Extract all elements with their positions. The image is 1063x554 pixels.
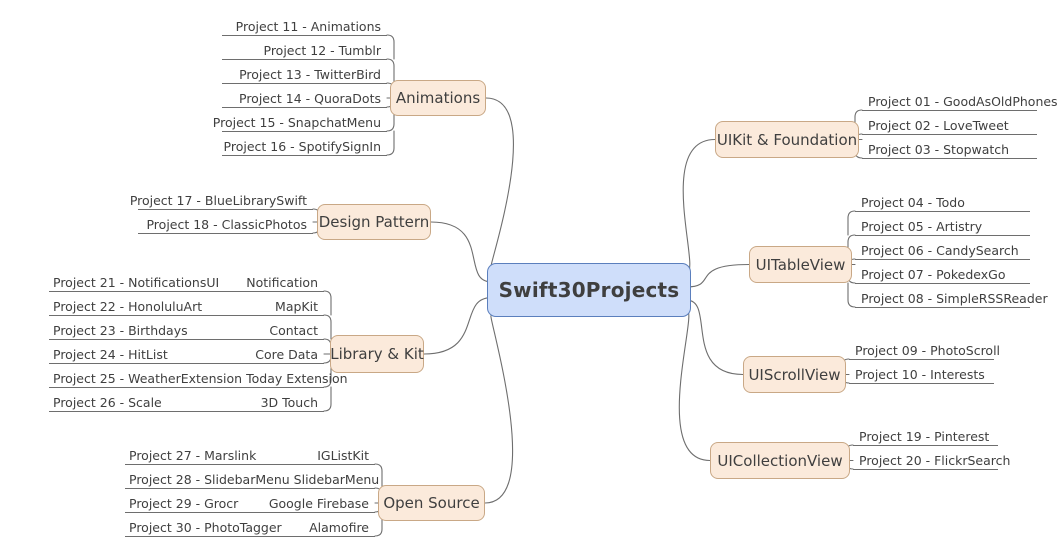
leaf-item[interactable]: Project 13 - TwitterBird: [222, 66, 387, 84]
leaf-tech: Google Firebase: [268, 496, 369, 511]
leaf-title: Project 26 - Scale: [53, 395, 162, 410]
leaf-title: Project 18 - ClassicPhotos: [146, 217, 307, 232]
leaf-item[interactable]: Project 19 - Pinterest: [853, 428, 998, 446]
leaf-item[interactable]: Project 29 - Grocr Google Firebase: [125, 495, 375, 513]
leaf-item[interactable]: Project 17 - BlueLibrarySwift: [130, 192, 313, 210]
leaf-tech: IGListKit: [317, 448, 369, 463]
leaf-item[interactable]: Project 18 - ClassicPhotos: [138, 216, 313, 234]
leaf-title: Project 14 - QuoraDots: [239, 91, 381, 106]
leaf-item[interactable]: Project 08 - SimpleRSSReader: [855, 290, 1048, 308]
leaf-tech: Alamofire: [309, 520, 369, 535]
branch-node-open-source[interactable]: Open Source: [378, 485, 485, 521]
leaf-item[interactable]: Project 14 - QuoraDots: [222, 90, 387, 108]
leaf-item[interactable]: Project 09 - PhotoScroll: [849, 342, 1000, 360]
leaf-title: Project 04 - Todo: [861, 195, 965, 210]
branch-node-label: UITableView: [755, 255, 846, 274]
leaf-item[interactable]: Project 21 - NotificationsUI Notification: [49, 274, 324, 292]
leaf-item[interactable]: Project 23 - Birthdays Contact: [49, 322, 324, 340]
leaf-title: Project 27 - Marslink: [129, 448, 257, 463]
leaf-title: Project 22 - HonoluluArt: [53, 299, 203, 314]
leaf-title: Project 17 - BlueLibrarySwift: [129, 193, 307, 208]
leaf-item[interactable]: Project 30 - PhotoTagger Alamofire: [125, 519, 375, 537]
leaf-title: Project 25 - WeatherExtension: [53, 371, 243, 386]
leaf-item[interactable]: Project 10 - Interests: [849, 366, 994, 384]
branch-node-label: UIKit & Foundation: [716, 130, 858, 149]
leaf-item[interactable]: Project 22 - HonoluluArt MapKit: [49, 298, 324, 316]
leaf-title: Project 20 - FlickrSearch: [859, 453, 1011, 468]
leaf-title: Project 21 - NotificationsUI: [53, 275, 220, 290]
leaf-title: Project 28 - SlidebarMenu: [129, 472, 290, 487]
leaf-title: Project 03 - Stopwatch: [868, 142, 1010, 157]
leaf-tech: Contact: [269, 323, 318, 338]
branch-node-label: Open Source: [383, 494, 480, 512]
leaf-item[interactable]: Project 24 - HitList Core Data: [49, 346, 324, 364]
leaf-item[interactable]: Project 06 - CandySearch: [855, 242, 1030, 260]
leaf-title: Project 24 - HitList: [53, 347, 168, 362]
leaf-tech: Notification: [246, 275, 318, 290]
leaf-tech: Today Extension: [246, 371, 348, 386]
branch-node-library-and-kit[interactable]: Library & Kit: [330, 335, 424, 373]
leaf-title: Project 01 - GoodAsOldPhones: [868, 94, 1058, 109]
branch-node-uicollectionview[interactable]: UICollectionView: [710, 442, 850, 479]
leaf-title: Project 13 - TwitterBird: [239, 67, 381, 82]
branch-node-label: Animations: [395, 89, 481, 107]
leaf-title: Project 02 - LoveTweet: [868, 118, 1009, 133]
root-node[interactable]: Swift30Projects: [487, 263, 691, 317]
leaf-title: Project 23 - Birthdays: [53, 323, 188, 338]
branch-node-label: Library & Kit: [330, 345, 424, 363]
leaf-tech: Core Data: [255, 347, 318, 362]
leaf-title: Project 11 - Animations: [235, 19, 381, 34]
leaf-item[interactable]: Project 20 - FlickrSearch: [853, 452, 1010, 470]
leaf-item[interactable]: Project 04 - Todo: [855, 194, 1030, 212]
leaf-item[interactable]: Project 01 - GoodAsOldPhones: [862, 93, 1058, 111]
branch-node-design-pattern[interactable]: Design Pattern: [317, 204, 431, 240]
leaf-tech: MapKit: [275, 299, 318, 314]
leaf-title: Project 15 - SnapchatMenu: [212, 115, 381, 130]
branch-node-uikit-and-foundation[interactable]: UIKit & Foundation: [715, 121, 859, 158]
leaf-item[interactable]: Project 07 - PokedexGo: [855, 266, 1030, 284]
branch-node-label: Design Pattern: [318, 213, 430, 231]
leaf-tech: SlidebarMenu: [293, 472, 380, 487]
leaf-title: Project 16 - SpotifySignIn: [223, 139, 381, 154]
leaf-title: Project 05 - Artistry: [861, 219, 983, 234]
leaf-item[interactable]: Project 26 - Scale 3D Touch: [49, 394, 324, 412]
leaf-item[interactable]: Project 02 - LoveTweet: [862, 117, 1037, 135]
leaf-title: Project 30 - PhotoTagger: [129, 520, 282, 535]
leaf-title: Project 10 - Interests: [855, 367, 985, 382]
leaf-tech: 3D Touch: [260, 395, 318, 410]
branch-node-label: UIScrollView: [748, 365, 841, 384]
leaf-title: Project 06 - CandySearch: [861, 243, 1019, 258]
leaf-item[interactable]: Project 16 - SpotifySignIn: [222, 138, 387, 156]
leaf-title: Project 07 - PokedexGo: [861, 267, 1006, 282]
leaf-item[interactable]: Project 03 - Stopwatch: [862, 141, 1037, 159]
leaf-item[interactable]: Project 12 - Tumblr: [222, 42, 387, 60]
leaf-item[interactable]: Project 15 - SnapchatMenu: [213, 114, 387, 132]
leaf-item[interactable]: Project 05 - Artistry: [855, 218, 1030, 236]
leaf-title: Project 29 - Grocr: [129, 496, 239, 511]
leaf-title: Project 09 - PhotoScroll: [855, 343, 1001, 358]
leaf-title: Project 19 - Pinterest: [859, 429, 990, 444]
branch-node-label: UICollectionView: [717, 451, 843, 470]
leaf-title: Project 08 - SimpleRSSReader: [861, 291, 1048, 306]
branch-node-uiscrollview[interactable]: UIScrollView: [743, 356, 846, 393]
leaf-item[interactable]: Project 11 - Animations: [222, 18, 387, 36]
leaf-title: Project 12 - Tumblr: [263, 43, 382, 58]
branch-node-uitableview[interactable]: UITableView: [749, 246, 852, 283]
branch-node-animations[interactable]: Animations: [390, 80, 486, 116]
leaf-item[interactable]: Project 27 - Marslink IGListKit: [125, 447, 375, 465]
